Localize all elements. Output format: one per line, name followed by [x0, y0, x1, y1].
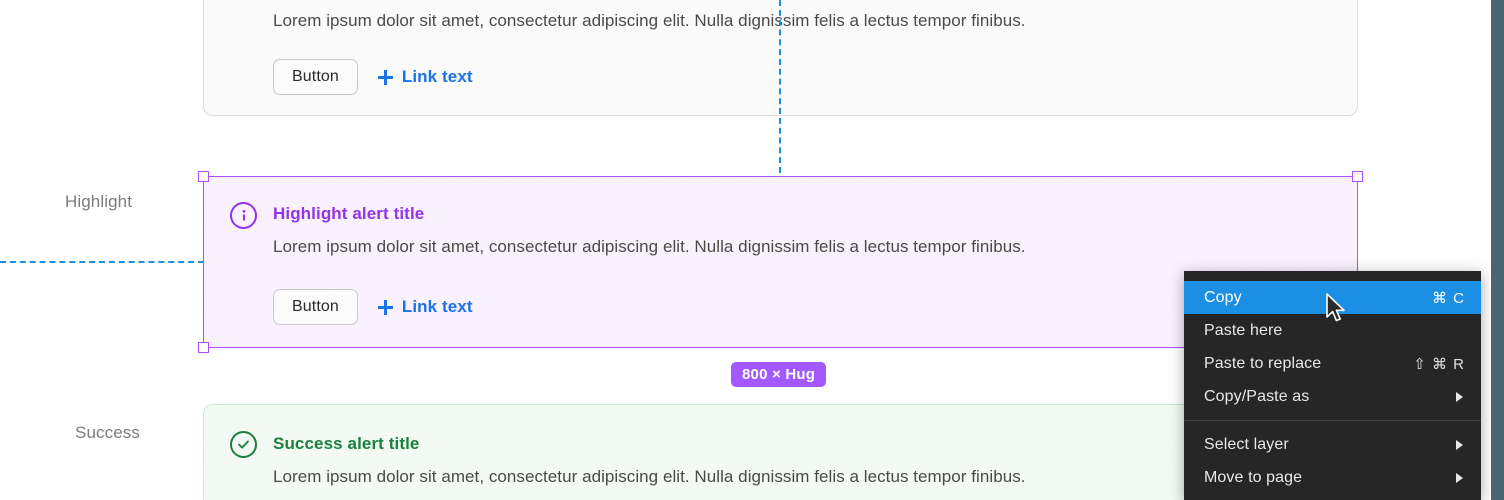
info-icon	[230, 202, 257, 229]
alert-link-label: Link text	[401, 67, 473, 86]
alert-card-success[interactable]: Success alert title Lorem ipsum dolor si…	[203, 404, 1358, 500]
plus-icon	[377, 299, 393, 315]
plus-icon	[377, 69, 393, 85]
menu-item-label: Copy	[1204, 288, 1242, 306]
menu-separator	[1184, 420, 1481, 421]
menu-item-label: Select layer	[1204, 435, 1289, 453]
menu-item-paste-to-replace[interactable]: Paste to replace ⇧ ⌘ R	[1184, 347, 1481, 380]
alert-title: Highlight alert title	[273, 204, 425, 223]
context-menu[interactable]: Copy ⌘ C Paste here Paste to replace ⇧ ⌘…	[1184, 271, 1481, 500]
menu-item-label: Copy/Paste as	[1204, 387, 1310, 405]
row-label-success: Success	[75, 423, 140, 442]
chevron-right-icon	[1456, 391, 1463, 402]
alert-button[interactable]: Button	[273, 289, 358, 325]
alert-link[interactable]: Link text	[377, 67, 473, 87]
menu-item-move-to-page[interactable]: Move to page	[1184, 461, 1481, 494]
chevron-right-icon	[1456, 439, 1463, 450]
menu-item-label: Paste here	[1204, 321, 1283, 339]
menu-item-shortcut: ⇧ ⌘ R	[1413, 355, 1465, 373]
alert-description: Lorem ipsum dolor sit amet, consectetur …	[273, 467, 1026, 486]
alert-body-highlight: Highlight alert title Lorem ipsum dolor …	[204, 177, 1357, 347]
alert-title: Success alert title	[273, 434, 420, 453]
menu-item-label: Move to page	[1204, 468, 1303, 486]
alert-link-label: Link text	[401, 297, 473, 316]
alert-body-success: Success alert title Lorem ipsum dolor si…	[204, 405, 1357, 500]
alert-button[interactable]: Button	[273, 59, 358, 95]
menu-item-copy-paste-as[interactable]: Copy/Paste as	[1184, 380, 1481, 413]
alert-actions: Button Link text	[273, 59, 473, 95]
alert-card-highlight[interactable]: Highlight alert title Lorem ipsum dolor …	[203, 176, 1358, 348]
alert-description: Lorem ipsum dolor sit amet, consectetur …	[273, 11, 1026, 30]
menu-item-label: Paste to replace	[1204, 354, 1322, 372]
row-label-highlight: Highlight	[65, 192, 133, 211]
menu-item-select-layer[interactable]: Select layer	[1184, 428, 1481, 461]
check-circle-icon	[230, 431, 257, 458]
right-edge-strip	[1491, 0, 1504, 500]
alert-body-neutral: Lorem ipsum dolor sit amet, consectetur …	[204, 0, 1357, 115]
menu-item-shortcut: ⌘ C	[1432, 289, 1465, 307]
chevron-right-icon	[1456, 472, 1463, 483]
alert-link[interactable]: Link text	[377, 297, 473, 317]
menu-item-copy[interactable]: Copy ⌘ C	[1184, 281, 1481, 314]
alert-actions: Button Link text	[273, 289, 473, 325]
size-badge: 800 × Hug	[731, 362, 827, 387]
alert-description: Lorem ipsum dolor sit amet, consectetur …	[273, 237, 1026, 256]
vertical-guide	[779, 0, 781, 173]
horizontal-guide	[0, 261, 204, 263]
menu-item-paste-here[interactable]: Paste here	[1184, 314, 1481, 347]
